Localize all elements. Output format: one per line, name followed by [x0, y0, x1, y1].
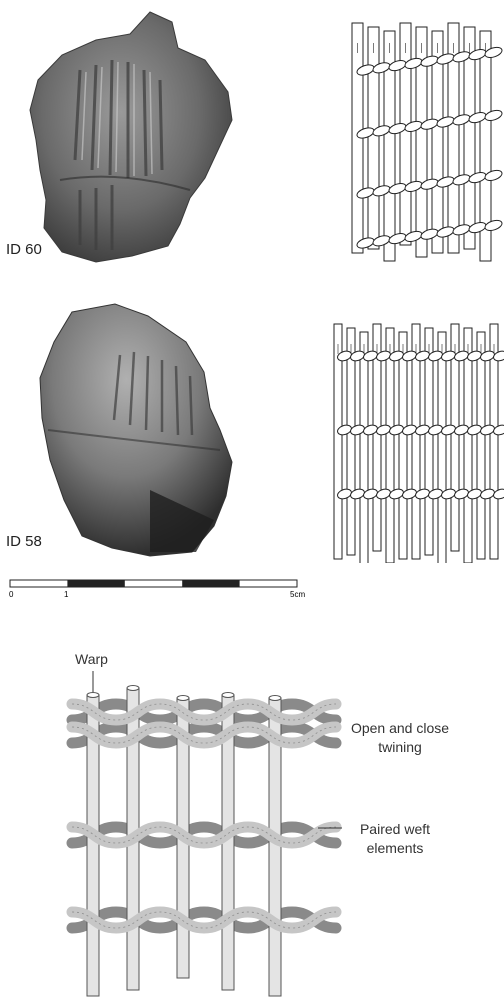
specimen-58-drawing — [328, 318, 504, 563]
specimen-60-drawing — [340, 15, 504, 265]
warp-strand — [425, 328, 433, 555]
scale-bar: 0 1 5cm — [0, 578, 320, 608]
scale-tick-1: 1 — [64, 590, 69, 599]
warp-strand — [347, 328, 355, 555]
twining-label: Open and close twining — [330, 719, 470, 757]
specimen-58-label: ID 58 — [6, 533, 42, 550]
scale-tick-5cm: 5cm — [290, 590, 305, 599]
warp-end — [87, 693, 99, 698]
warp-strand — [438, 332, 446, 563]
warp-strand — [368, 27, 379, 249]
warp-strand — [386, 328, 394, 563]
twining-diagram — [0, 640, 504, 998]
warp-strand — [477, 332, 485, 559]
warp-label: Warp — [75, 650, 135, 669]
warp-strand — [400, 23, 411, 245]
warp-end — [222, 693, 234, 698]
scale-tick-0: 0 — [9, 590, 14, 599]
specimen-60-photo — [0, 0, 250, 270]
paired-weft-label: Paired weft elements — [335, 820, 455, 858]
specimen-60-label: ID 60 — [6, 241, 42, 258]
warp-strand — [399, 332, 407, 559]
warp-strand — [464, 328, 472, 563]
warp-end — [177, 696, 189, 701]
warp-end — [127, 686, 139, 691]
warp-strand — [360, 332, 368, 563]
specimen-58-photo — [0, 290, 250, 570]
warp-end — [269, 696, 281, 701]
